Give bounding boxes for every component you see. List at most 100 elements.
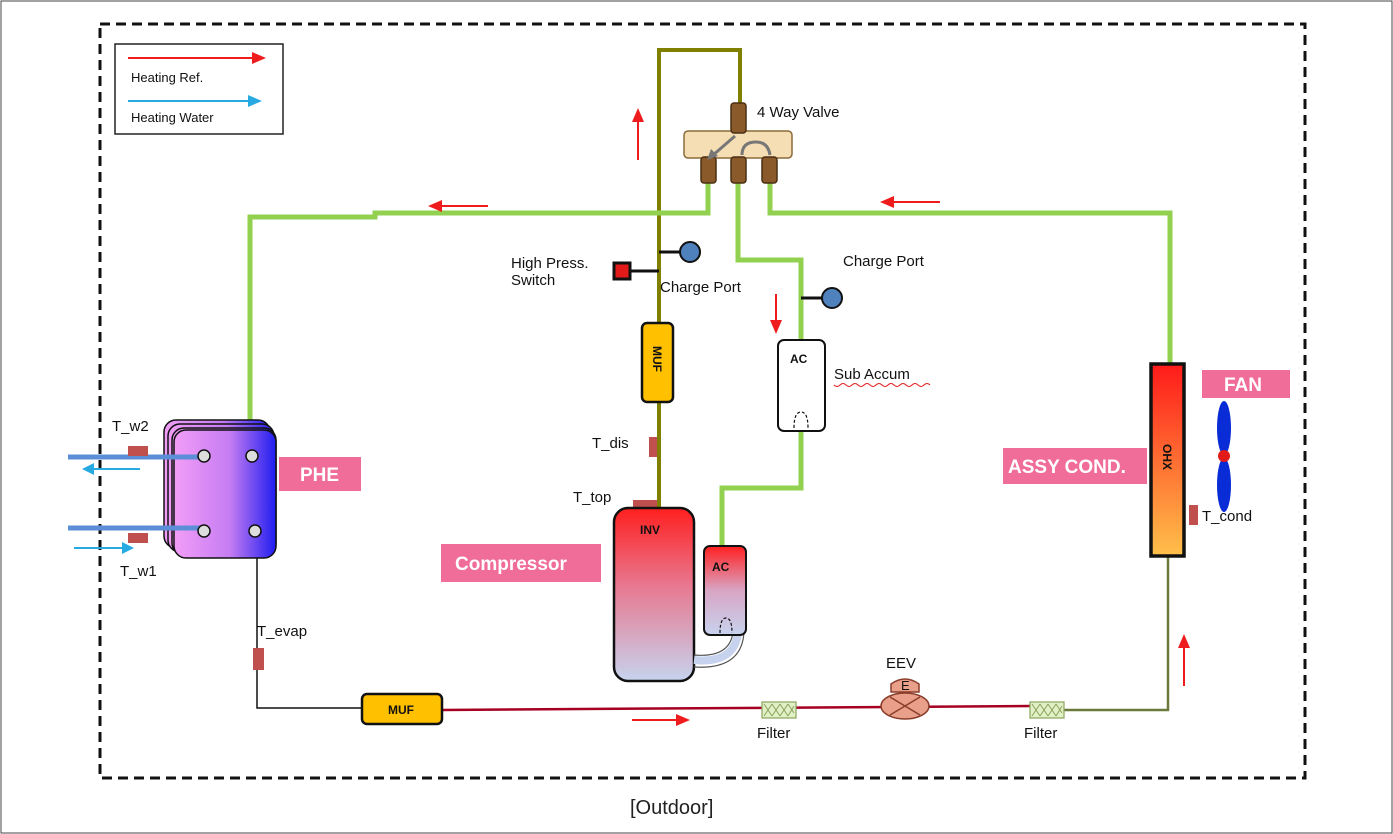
compressor-ac-label: AC [712, 560, 730, 574]
muf-bottom-label: MUF [388, 703, 414, 717]
t-top-sensor [633, 500, 657, 509]
pipe-filter-to-ohx [1064, 557, 1170, 712]
compressor-suction-pipe-outline [693, 631, 745, 668]
t-w1-label: T_w1 [120, 563, 157, 580]
legend-heating-ref: Heating Ref. [131, 70, 203, 85]
sub-accumulator [777, 339, 826, 432]
pipe-valve-to-subaccum [735, 180, 804, 344]
assy-cond-tag-label: ASSY COND. [1008, 457, 1126, 478]
charge-port-right-label: Charge Port [843, 253, 925, 270]
compressor-accumulator [703, 545, 747, 636]
t-w2-sensor [128, 446, 148, 456]
sub-accum-ac-label: AC [790, 352, 808, 366]
fan-tag [1202, 370, 1290, 398]
sub-accum-inner-tube [793, 411, 809, 429]
filter-right-mesh [1031, 703, 1063, 717]
phe-tag [279, 457, 361, 491]
flow-arrow-to-phe-head [428, 200, 442, 212]
eev-cross-2 [889, 696, 921, 716]
legend: Heating Ref. Heating Water [114, 43, 284, 135]
fan-hub [1218, 450, 1230, 462]
water-in-arrowhead [122, 542, 134, 554]
pipe-valve-to-ohx [767, 180, 1173, 365]
flow-arrow-liquid-head [676, 714, 690, 726]
four-way-valve: 4 Way Valve [683, 102, 840, 184]
t-dis-sensor [649, 437, 657, 457]
compressor-tag-label: Compressor [455, 554, 568, 575]
t-top-label: T_top [573, 489, 611, 506]
eev-label: EEV [886, 655, 916, 672]
flow-arrow-discharge-up-head [632, 108, 644, 122]
pipe-valve-to-phe [247, 180, 711, 450]
valve-body [683, 130, 793, 159]
legend-heating-water: Heating Water [131, 110, 214, 125]
fan-icon [1217, 401, 1231, 512]
charge-port-right [821, 287, 843, 309]
t-w2-label: T_w2 [112, 418, 149, 435]
valve-port-left [700, 156, 717, 184]
fan-blade-top [1217, 401, 1231, 455]
high-press-switch [612, 261, 632, 281]
four-way-valve-label: 4 Way Valve [757, 104, 840, 121]
legend-ref-arrowhead [252, 52, 266, 64]
phe-port-water-out [197, 449, 211, 463]
flow-arrow-up-right-head [1178, 634, 1190, 648]
water-out-arrowhead [82, 463, 94, 475]
liquid-line [441, 704, 1031, 712]
charge-port-left-label: Charge Port [660, 279, 742, 296]
filter-right-body [1029, 701, 1065, 719]
filter-right [1029, 701, 1065, 719]
eev-mark: E [901, 678, 910, 693]
valve-port-top [730, 102, 747, 134]
valve-port-right [761, 156, 778, 184]
phe-tag-label: PHE [300, 465, 339, 486]
pipe-phe-to-muf [256, 532, 362, 709]
valve-port-center [730, 156, 747, 184]
plate-heat-exchanger [68, 419, 277, 559]
t-evap-label: T_evap [257, 623, 307, 640]
phe-port-water-in [197, 524, 211, 538]
pipe-subaccum-to-ac [719, 430, 804, 548]
eev-actuator [890, 678, 920, 693]
valve-flow-curve [740, 140, 772, 156]
filter-left-label: Filter [757, 725, 790, 742]
muf-top-label: MUF [650, 346, 664, 372]
phe-plate-1 [173, 429, 277, 559]
valve-flow-arrowhead [707, 149, 718, 160]
filter-right-label: Filter [1024, 725, 1057, 742]
outdoor-caption: [Outdoor] [630, 797, 713, 819]
flow-arrow-from-ohx-head [880, 196, 894, 208]
muf-top [640, 321, 675, 404]
flow-arrows [428, 108, 1190, 726]
sub-accum-label: Sub Accum [834, 366, 910, 383]
assy-cond-tag [1003, 448, 1147, 484]
compressor-inv-label: INV [640, 523, 660, 537]
t-cond-label: T_cond [1202, 508, 1252, 525]
compressor-ac-inner-tube [719, 617, 733, 634]
ohx [1149, 362, 1186, 558]
sub-accum-underline [833, 383, 931, 387]
t-dis-label: T_dis [592, 435, 629, 452]
outdoor-boundary [98, 22, 1307, 780]
t-evap-sensor [253, 648, 264, 670]
ohx-label: OHX [1160, 444, 1174, 470]
eev: E [880, 678, 930, 720]
high-press-switch-label-1: High Press. [511, 255, 589, 272]
phe-port-ref-in [245, 449, 259, 463]
fan-blade-bottom [1217, 458, 1231, 512]
muf-bottom [360, 692, 444, 726]
valve-flow-diag [711, 134, 736, 158]
legend-water-arrowhead [248, 95, 262, 107]
charge-port-left [679, 241, 701, 263]
fan-tag-label: FAN [1224, 375, 1262, 396]
compressor: INV AC [612, 506, 747, 683]
filter-left-mesh [763, 703, 795, 717]
compressor-tag [441, 544, 601, 582]
compressor-body [612, 506, 696, 683]
discharge-pipe-top [657, 48, 742, 508]
t-w1-sensor [128, 533, 148, 543]
high-press-switch-label-2: Switch [511, 272, 555, 289]
filter-left [761, 701, 797, 719]
